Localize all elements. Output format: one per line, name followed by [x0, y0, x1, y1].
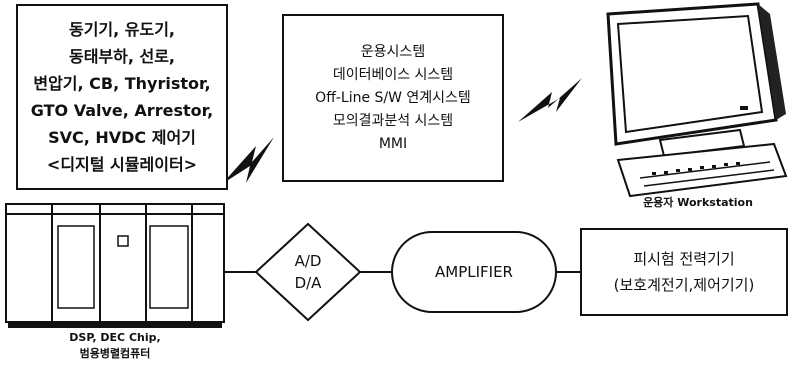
converter-line: A/D: [295, 250, 322, 272]
dsp-caption-line: 범용병렬컴퓨터: [20, 346, 210, 362]
test-equipment-box: 피시험 전력기기 (보호계전기,제어기기): [580, 228, 788, 316]
amplifier-label: AMPLIFIER: [392, 232, 556, 312]
dsp-caption: DSP, DEC Chip, 범용병렬컴퓨터: [20, 330, 210, 362]
dsp-caption-line: DSP, DEC Chip,: [20, 330, 210, 346]
converter-line: D/A: [295, 272, 322, 294]
test-equipment-line: (보호계전기,제어기기): [614, 272, 755, 298]
converter-label: A/D D/A: [262, 246, 354, 298]
test-equipment-line: 피시험 전력기기: [633, 246, 734, 272]
